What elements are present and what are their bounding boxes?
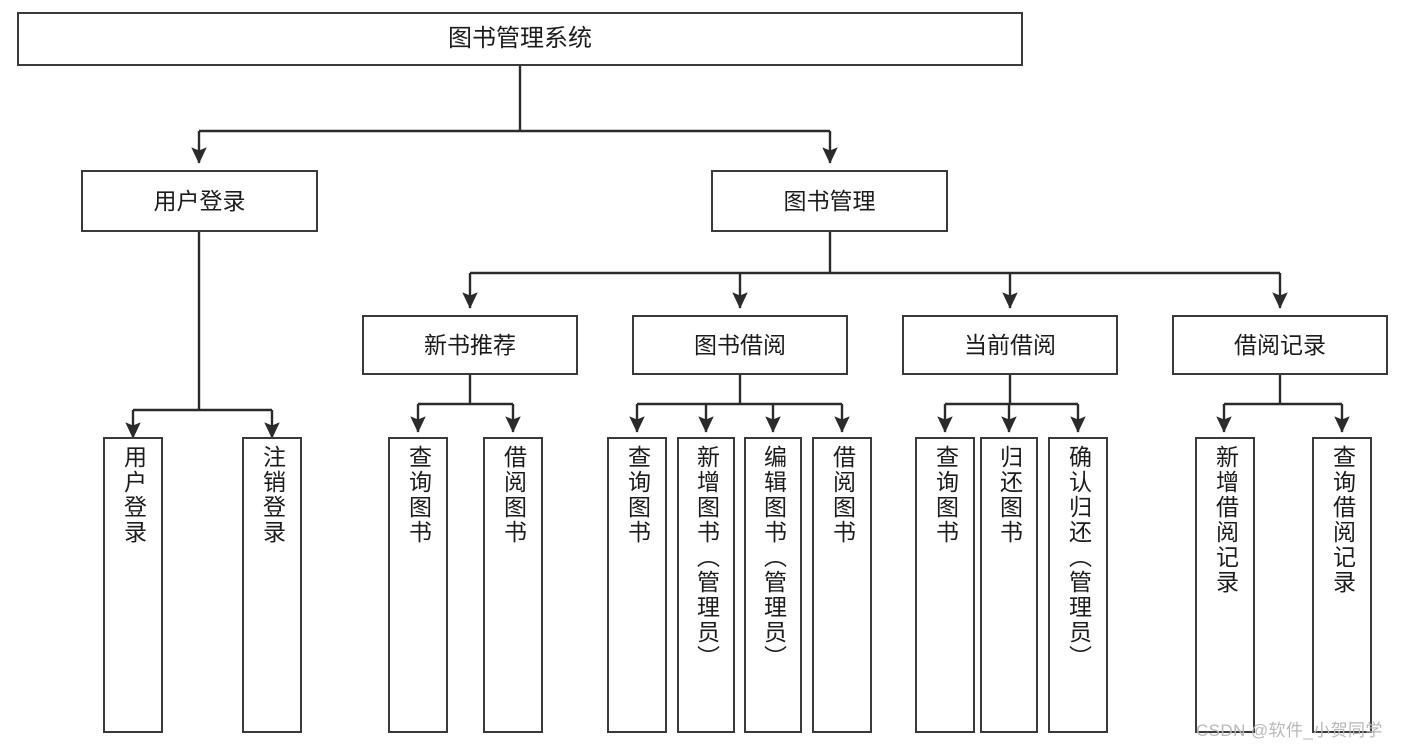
leaf-add-borrow-record[interactable]: 新增借阅记录	[1195, 437, 1255, 733]
leaf-logout[interactable]: 注销登录	[242, 437, 302, 733]
node-book-borrow-label: 图书借阅	[694, 331, 786, 358]
node-user-login[interactable]: 用户登录	[81, 170, 318, 232]
leaf-user-login[interactable]: 用户登录	[103, 437, 163, 733]
leaf-borrow-book-recommend-label: 借阅图书	[500, 445, 527, 545]
leaf-query-book-current-label: 查询图书	[932, 445, 959, 545]
node-book-borrow[interactable]: 图书借阅	[632, 315, 848, 375]
leaf-add-borrow-record-label: 新增借阅记录	[1212, 445, 1239, 595]
leaf-logout-label: 注销登录	[259, 445, 286, 545]
leaf-query-book-current[interactable]: 查询图书	[915, 437, 975, 733]
node-borrow-record-label: 借阅记录	[1234, 331, 1326, 358]
node-current-borrow[interactable]: 当前借阅	[902, 315, 1118, 375]
node-new-book-recommend[interactable]: 新书推荐	[362, 315, 578, 375]
leaf-query-book-borrow[interactable]: 查询图书	[607, 437, 667, 733]
node-book-management-label: 图书管理	[783, 187, 876, 214]
leaf-confirm-return-admin-label: 确认归还（管理员）	[1065, 445, 1092, 670]
leaf-borrow-book[interactable]: 借阅图书	[812, 437, 872, 733]
leaf-edit-book-admin[interactable]: 编辑图书（管理员）	[744, 437, 802, 733]
leaf-add-book-admin[interactable]: 新增图书（管理员）	[677, 437, 735, 733]
leaf-return-book[interactable]: 归还图书	[980, 437, 1038, 733]
leaf-user-login-label: 用户登录	[120, 445, 147, 545]
leaf-edit-book-admin-label: 编辑图书（管理员）	[760, 445, 787, 670]
leaf-confirm-return-admin[interactable]: 确认归还（管理员）	[1048, 437, 1108, 733]
leaf-borrow-book-recommend[interactable]: 借阅图书	[483, 437, 543, 733]
leaf-query-book-borrow-label: 查询图书	[624, 445, 651, 545]
leaf-query-borrow-record[interactable]: 查询借阅记录	[1312, 437, 1372, 733]
leaf-query-book-recommend[interactable]: 查询图书	[388, 437, 448, 733]
leaf-borrow-book-label: 借阅图书	[829, 445, 856, 545]
leaf-add-book-admin-label: 新增图书（管理员）	[693, 445, 720, 670]
node-borrow-record[interactable]: 借阅记录	[1172, 315, 1388, 375]
node-root-label: 图书管理系统	[448, 25, 592, 53]
node-root[interactable]: 图书管理系统	[17, 12, 1023, 66]
node-book-management[interactable]: 图书管理	[711, 170, 948, 232]
leaf-return-book-label: 归还图书	[996, 445, 1023, 545]
leaf-query-borrow-record-label: 查询借阅记录	[1329, 445, 1356, 595]
node-user-login-label: 用户登录	[153, 187, 246, 214]
node-new-book-recommend-label: 新书推荐	[424, 331, 516, 358]
leaf-query-book-recommend-label: 查询图书	[405, 445, 432, 545]
node-current-borrow-label: 当前借阅	[964, 331, 1056, 358]
